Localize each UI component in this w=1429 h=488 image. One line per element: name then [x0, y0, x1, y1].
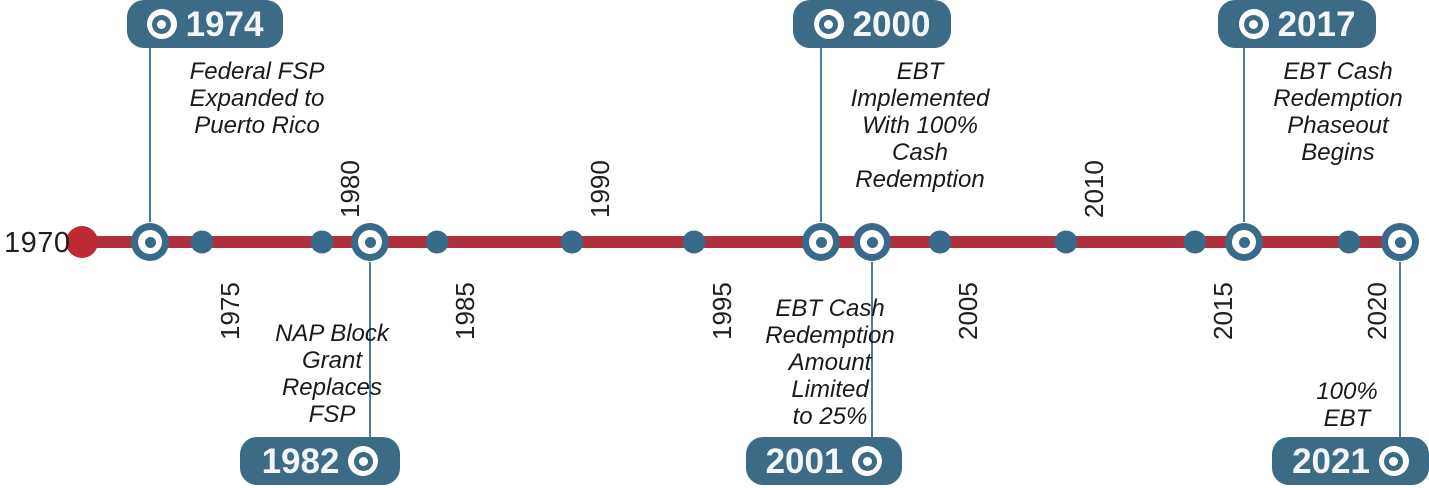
event-caption-2021: 100% EBT	[1316, 378, 1378, 433]
event-badge-2001[interactable]: 2001	[746, 437, 902, 485]
event-badge-1982[interactable]: 1982	[240, 437, 400, 485]
timeline-event-marker-2000[interactable]	[802, 223, 840, 261]
connector-stem-2017	[1243, 46, 1245, 222]
badge-target-icon-mid	[152, 14, 172, 34]
event-caption-2000: EBT Implemented With 100% Cash Redemptio…	[850, 58, 990, 194]
timeline-event-marker-1982[interactable]	[351, 223, 389, 261]
target-core	[1394, 236, 1406, 248]
badge-target-icon	[1378, 446, 1409, 476]
badge-year-label: 2017	[1277, 4, 1356, 44]
timeline-dot	[682, 230, 706, 254]
connector-stem-1982	[369, 262, 371, 437]
target-core	[1238, 236, 1250, 248]
timeline-axis-line	[82, 236, 1412, 248]
tick-year-label: 1980	[335, 160, 365, 218]
timeline-event-marker-1974[interactable]	[131, 223, 169, 261]
timeline-start-dot	[66, 226, 98, 258]
timeline-dot	[1054, 230, 1078, 254]
target-icon	[860, 230, 884, 254]
badge-year-label: 2001	[765, 441, 844, 481]
target-icon	[138, 230, 162, 254]
badge-target-icon	[813, 9, 844, 39]
badge-target-icon-mid	[353, 451, 373, 471]
badge-target-icon-core	[824, 19, 834, 29]
event-badge-2017[interactable]: 2017	[1218, 0, 1376, 48]
timeline-dot	[928, 230, 952, 254]
event-badge-2021[interactable]: 2021	[1272, 437, 1429, 485]
badge-target-icon-core	[1249, 19, 1259, 29]
badge-target-icon-mid	[1384, 451, 1404, 471]
connector-stem-2001	[871, 262, 873, 437]
event-caption-2017: EBT Cash Redemption Phaseout Begins	[1273, 58, 1403, 167]
target-icon	[809, 230, 833, 254]
tick-year-label: 1995	[707, 282, 737, 340]
event-caption-2001: EBT Cash Redemption Amount Limited to 25…	[765, 295, 895, 431]
badge-year-label: 1982	[261, 441, 340, 481]
badge-target-icon-mid	[819, 14, 839, 34]
connector-stem-2000	[820, 46, 822, 222]
target-core	[815, 236, 827, 248]
badge-year-label: 2000	[852, 4, 931, 44]
timeline-dot	[1183, 230, 1207, 254]
timeline-event-marker-2001[interactable]	[853, 223, 891, 261]
timeline-dot	[310, 230, 334, 254]
event-badge-2000[interactable]: 2000	[793, 0, 951, 48]
timeline-event-marker-2021[interactable]	[1381, 223, 1419, 261]
event-badge-1974[interactable]: 1974	[127, 0, 283, 48]
target-core	[364, 236, 376, 248]
tick-year-label: 1990	[585, 160, 615, 218]
badge-year-label: 2021	[1292, 441, 1370, 481]
target-icon	[1388, 230, 1412, 254]
badge-target-icon-core	[358, 456, 368, 466]
badge-target-icon	[348, 446, 379, 476]
connector-stem-1974	[149, 46, 151, 222]
badge-target-icon-mid	[857, 451, 877, 471]
badge-target-icon-core	[157, 19, 167, 29]
tick-year-label: 1985	[450, 282, 480, 340]
tick-year-label: 2015	[1208, 282, 1238, 340]
timeline-dot	[425, 230, 449, 254]
connector-stem-2021	[1399, 262, 1401, 437]
target-icon	[358, 230, 382, 254]
badge-year-label: 1974	[185, 4, 264, 44]
badge-target-icon-core	[1389, 456, 1399, 466]
timeline-dot	[1337, 230, 1361, 254]
tick-year-label: 2020	[1362, 282, 1392, 340]
timeline-event-marker-2017[interactable]	[1225, 223, 1263, 261]
target-icon	[1232, 230, 1256, 254]
badge-target-icon	[146, 9, 177, 39]
event-caption-1974: Federal FSP Expanded to Puerto Rico	[189, 58, 325, 140]
timeline-dot	[560, 230, 584, 254]
badge-target-icon	[1238, 9, 1269, 39]
event-caption-1982: NAP Block Grant Replaces FSP	[275, 320, 389, 429]
target-core	[866, 236, 878, 248]
target-core	[144, 236, 156, 248]
axis-start-year-label: 1970	[4, 227, 71, 259]
badge-target-icon-mid	[1244, 14, 1264, 34]
tick-year-label: 2005	[953, 282, 983, 340]
tick-year-label: 2010	[1079, 160, 1109, 218]
badge-target-icon	[852, 446, 883, 476]
badge-target-icon-core	[862, 456, 872, 466]
timeline-dot	[190, 230, 214, 254]
